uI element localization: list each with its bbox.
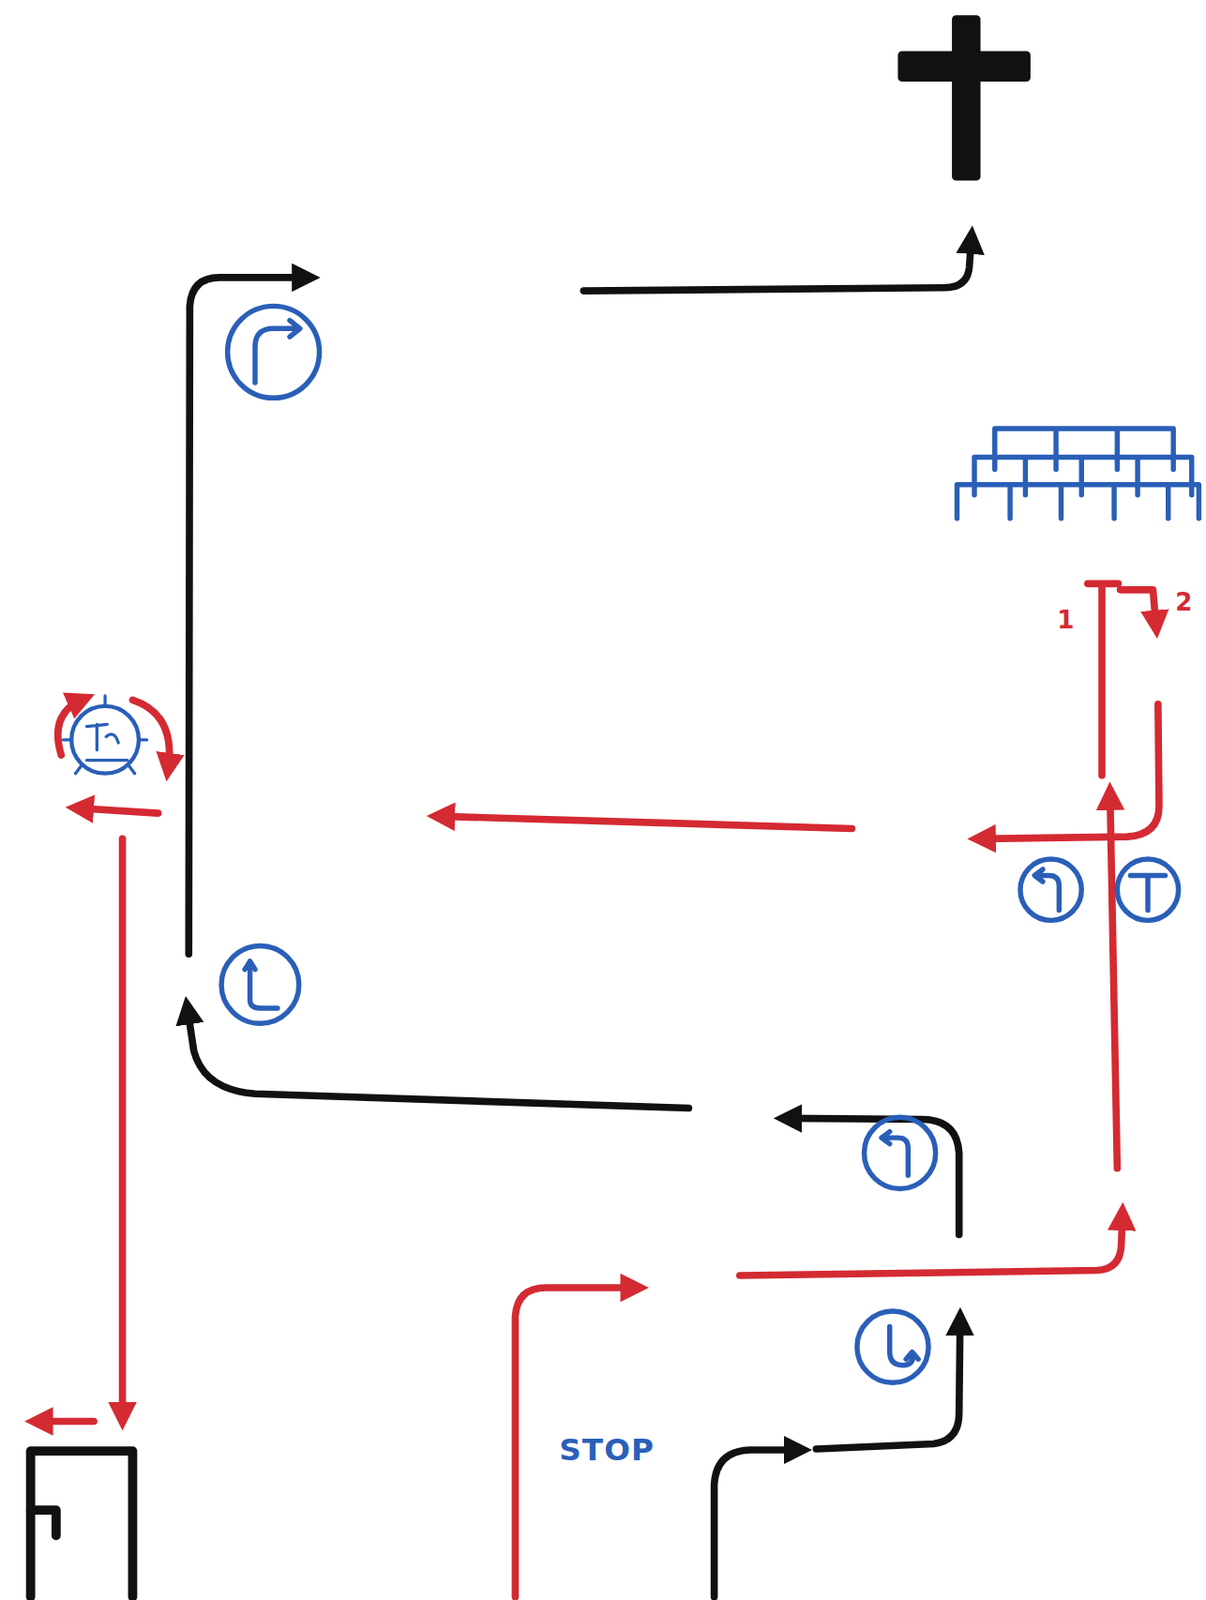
route-line	[440, 815, 852, 829]
route-line	[1087, 583, 1119, 776]
route-line	[1110, 796, 1118, 1169]
route-line	[1120, 589, 1157, 625]
church-cross	[897, 15, 1030, 181]
route-line	[981, 704, 1160, 840]
route-line	[188, 277, 306, 954]
callout-number: 1	[1056, 607, 1074, 633]
route-line	[38, 1417, 94, 1426]
route-line	[583, 240, 971, 291]
roundabout-fountain	[58, 695, 170, 774]
building-f	[30, 1450, 134, 1598]
stop-label: STOP	[558, 1434, 655, 1466]
stadium-icon	[957, 428, 1200, 519]
traffic-sign-icons	[221, 305, 1179, 1383]
route-line	[119, 838, 127, 1417]
callout-number: 2	[1175, 589, 1192, 615]
route-line	[815, 1321, 960, 1449]
route-line	[79, 808, 159, 814]
route-line	[714, 1449, 799, 1598]
route-line	[739, 1216, 1123, 1276]
